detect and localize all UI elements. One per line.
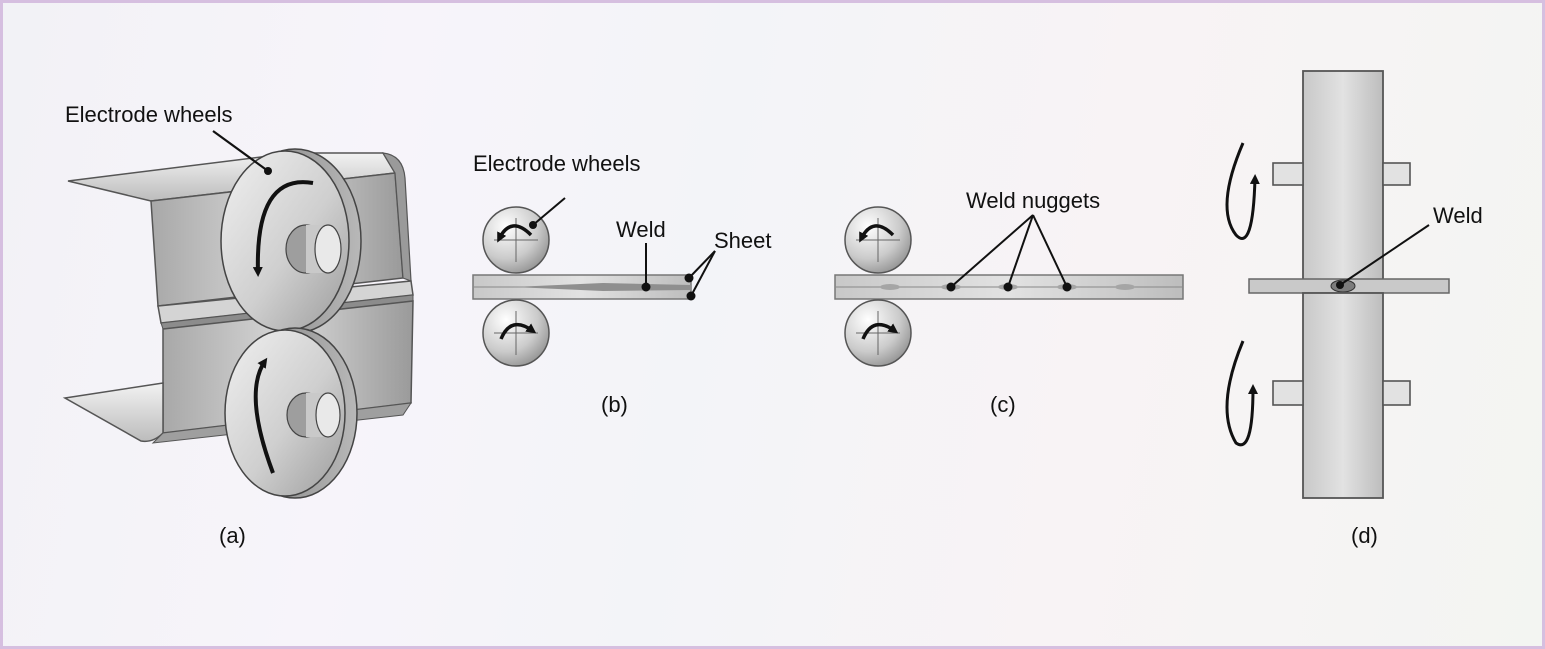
diagram-canvas: Electrode wheels (a) Electrode wheels We… [62,70,1483,548]
lower-axle-left [1272,380,1304,406]
caption-a: (a) [219,523,246,548]
lower-electrode-wheel [224,327,358,499]
lower-axle-right [1382,380,1411,406]
caption-d: (d) [1351,523,1378,548]
upper-wheel-edge [1302,70,1384,282]
panel-a: Electrode wheels (a) [62,102,414,548]
upper-axle-right [1382,162,1411,186]
rotation-arrow-lower-d [1225,340,1258,447]
lower-sheet-flange [62,382,164,443]
leader-electrode-wheels-b [532,197,566,226]
panel-d: Weld (d) [1225,70,1483,548]
leader-sheet-bottom [690,250,716,297]
label-electrode-wheels-a: Electrode wheels [65,102,233,127]
panel-c: Weld nuggets (c) [834,188,1184,417]
leader-sheet-top [688,250,716,279]
label-weld-b: Weld [616,217,666,242]
caption-c: (c) [990,392,1016,417]
upper-electrode-wheel [220,148,362,334]
caption-b: (b) [601,392,628,417]
rotation-arrow-upper-d [1225,142,1260,240]
rotation-arrow-upper [252,180,314,277]
leaders-weld-nuggets [946,214,1072,292]
lower-wheel-edge [1302,292,1384,499]
upper-electrode-b [482,206,550,274]
leader-electrode-wheels-a [212,130,269,172]
leader-weld-d [1339,224,1430,286]
lower-electrode-b [482,299,550,367]
label-electrode-wheels-b: Electrode wheels [473,151,641,176]
label-sheet: Sheet [714,228,772,253]
lower-electrode-c [844,299,912,367]
label-weld-nuggets: Weld nuggets [966,188,1100,213]
upper-electrode-c [844,206,912,274]
label-weld-d: Weld [1433,203,1483,228]
upper-axle-left [1272,162,1304,186]
rotation-arrow-lower [253,357,275,474]
panel-b: Electrode wheels Weld Sheet (b) [472,151,772,417]
